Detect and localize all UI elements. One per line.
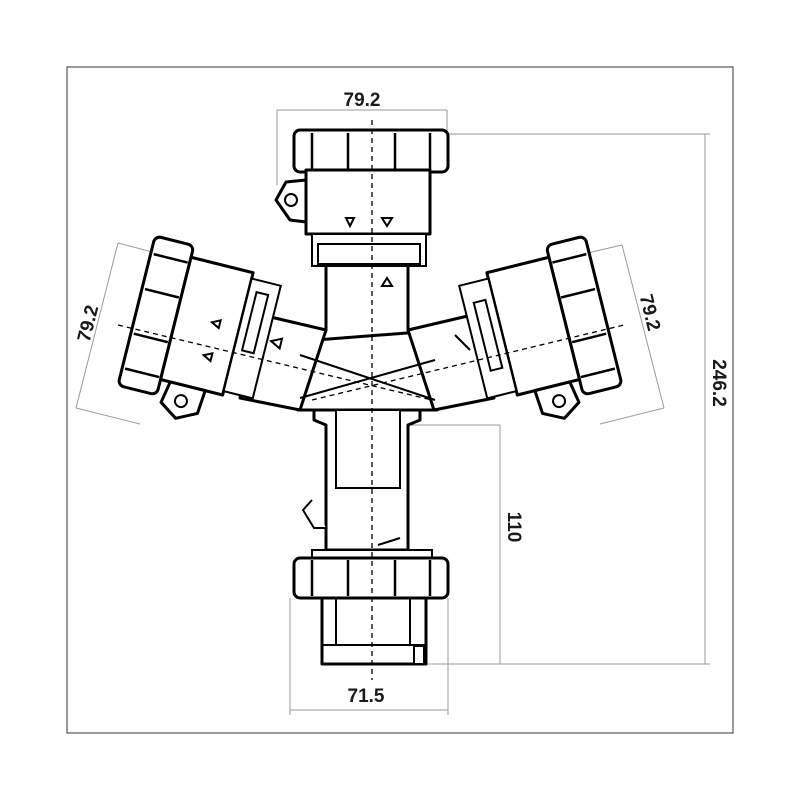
dim-bottom-width: 71.5 bbox=[348, 686, 385, 707]
dimension-lines bbox=[75, 109, 710, 715]
left-socket bbox=[117, 235, 284, 420]
drawing-frame bbox=[66, 66, 734, 734]
dim-left-width: 79.2 bbox=[74, 303, 103, 344]
dim-right-width: 79.2 bbox=[635, 292, 664, 333]
top-socket bbox=[274, 128, 450, 287]
right-socket bbox=[457, 235, 623, 420]
dim-total-height: 246.2 bbox=[708, 359, 729, 407]
dim-top-width: 79.2 bbox=[344, 90, 381, 111]
center-lines bbox=[117, 120, 625, 680]
bottom-plug bbox=[292, 549, 450, 666]
adapter-body bbox=[238, 260, 496, 552]
dim-lower-height: 110 bbox=[503, 512, 524, 543]
